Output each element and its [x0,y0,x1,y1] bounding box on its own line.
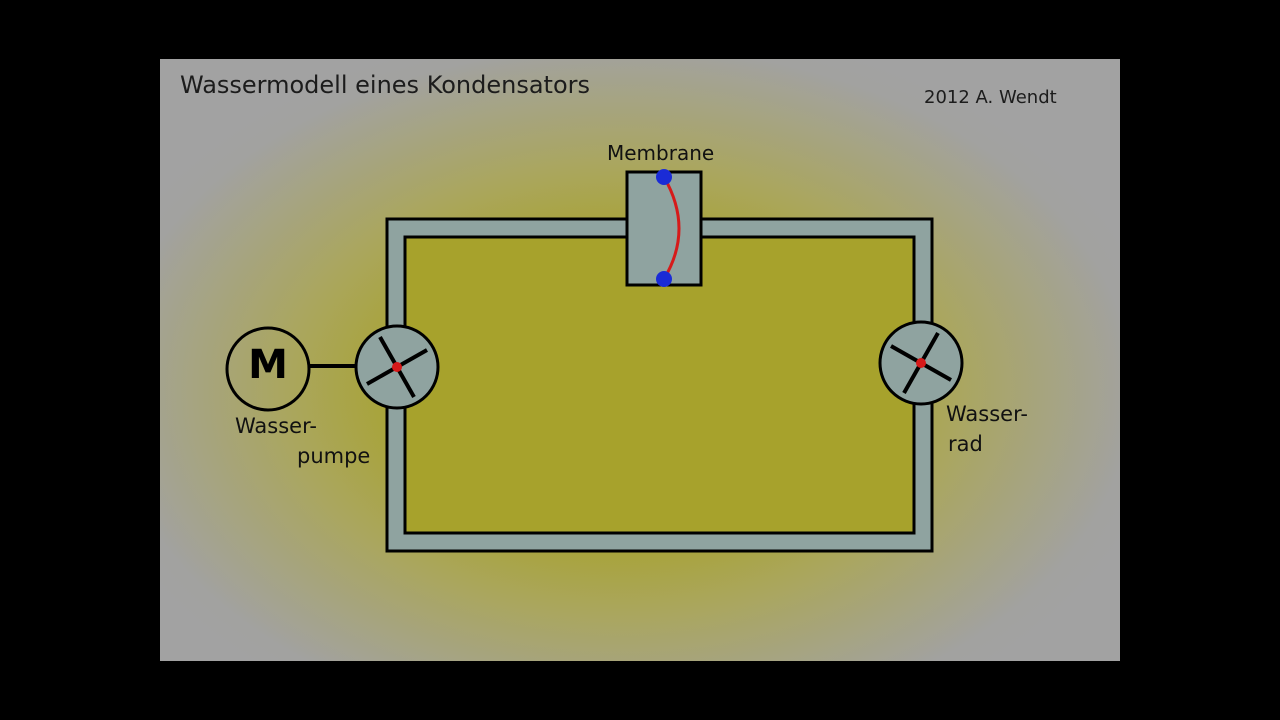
capacitor-water-model-diagram [225,169,964,553]
membrane-chamber [625,169,703,287]
membrane-chamber-opening [630,221,698,235]
wheel-label-line1: Wasser- [946,402,1028,426]
motor-label: M [248,342,288,388]
pump-label-line2: pumpe [297,444,371,468]
membrane-anchor-bottom [656,271,672,287]
diagram-title: Wassermodell eines Kondensators [180,71,591,99]
wheel-blade [890,344,922,365]
pump-label-line1: Wasser- [235,414,317,438]
membrane-label: Membrane [607,141,715,165]
wheel-blade [919,332,940,364]
diagram-panel: Wassermodell eines Kondensators 2012 A. … [160,59,1120,661]
wheel-blade [902,362,923,394]
motor [225,326,357,412]
author-credit: 2012 A. Wendt [924,87,1057,108]
membrane-anchor-top [656,169,672,185]
wheel-hub [916,358,926,368]
wheel-blade [920,361,952,382]
membrane [662,176,681,280]
wheel-label-line2: rad [948,432,983,456]
pump-blade [395,366,416,398]
pump-blade [378,336,399,368]
water-pump-rotor [354,324,440,410]
pump-hub [392,362,402,372]
pump-blade [396,348,428,369]
water-wheel-rotor [878,320,964,406]
pump-blade [366,365,398,386]
motor-circle [225,326,311,412]
